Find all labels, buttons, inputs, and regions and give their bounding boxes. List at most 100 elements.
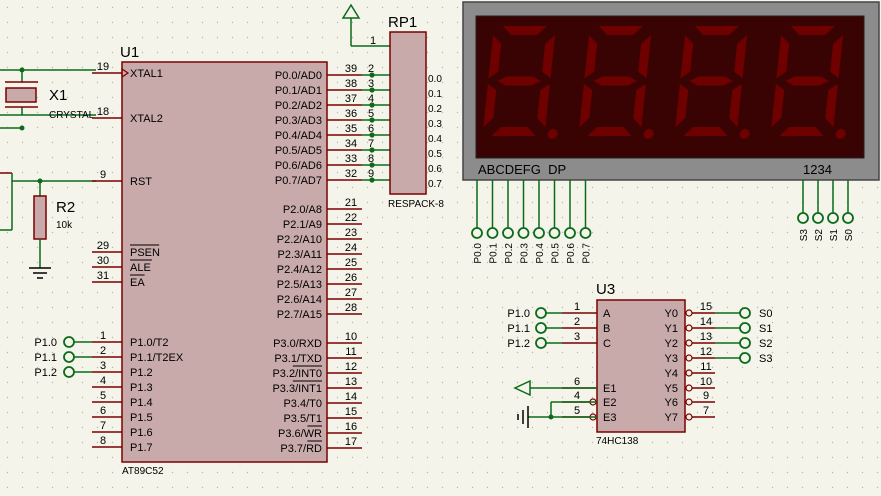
u1-pin-number: 34 xyxy=(345,138,357,150)
terminal-icon xyxy=(517,227,530,239)
inverter-bubble xyxy=(685,339,693,347)
u1-left-pins: 19XTAL118XTAL29RST29PSEN30ALE31EA1P1.0/T… xyxy=(92,61,184,454)
u1-pin-number: 28 xyxy=(345,302,357,314)
rp1-net-label: 0.1 xyxy=(428,89,442,100)
segment xyxy=(593,76,638,86)
u1-pin-number: 33 xyxy=(345,153,357,165)
u1-pin-number: 38 xyxy=(345,78,357,90)
u1-part: AT89C52 xyxy=(122,466,164,477)
rp1-net-label: 0.5 xyxy=(428,149,442,160)
u1-pin-number: 39 xyxy=(345,63,357,75)
u1-pin-number: 15 xyxy=(345,406,357,418)
u3-input-label: P1.2 xyxy=(507,338,530,350)
u1-pin-name: PSEN xyxy=(130,247,160,259)
digit-net-label: S2 xyxy=(814,229,825,242)
u3-pin-name: A xyxy=(603,308,611,320)
port-label: P1.1 xyxy=(34,352,57,364)
u1-pin-name: P2.5/A13 xyxy=(277,279,322,291)
u1-pin-number: 21 xyxy=(345,197,357,209)
u3-output-label: S1 xyxy=(759,323,772,335)
u3-pin-name: Y7 xyxy=(665,412,678,424)
inverter-bubble xyxy=(685,369,693,377)
u3-pin-number: 5 xyxy=(574,405,580,417)
rp1-body[interactable] xyxy=(389,31,427,195)
x1-ref: X1 xyxy=(49,87,67,104)
u1-pin-number: 19 xyxy=(97,61,109,73)
u1-pin-name: P3.6/WR xyxy=(278,428,322,440)
u3-pin-number: 13 xyxy=(700,331,712,343)
reset-circuit[interactable]: R2 10k xyxy=(0,172,96,279)
segment xyxy=(830,35,844,78)
segment-net-label: P0.0 xyxy=(473,243,484,264)
u1-pin-number: 25 xyxy=(345,257,357,269)
segment xyxy=(491,127,536,136)
segment xyxy=(683,127,728,136)
u1-pin-number: 23 xyxy=(345,227,357,239)
u1-pin-name: P1.6 xyxy=(130,427,153,439)
u3-body[interactable] xyxy=(596,299,686,433)
terminal-icon xyxy=(63,366,75,378)
u1-pin-name: P3.2/INT0 xyxy=(272,368,322,380)
u1-pin-number: 10 xyxy=(345,331,357,343)
u1-pin-name: P3.0/RXD xyxy=(273,338,322,350)
inverter-bubble xyxy=(685,324,693,332)
u1-body[interactable] xyxy=(121,61,328,463)
rp1-net-label: 0.4 xyxy=(428,134,442,145)
u1-pin-name: P2.0/A8 xyxy=(283,204,322,216)
terminal-icon xyxy=(564,227,576,239)
u1-pin-number: 29 xyxy=(97,240,109,252)
u1-pin-name: XTAL1 xyxy=(130,68,163,80)
u3-pin-name: E1 xyxy=(603,383,616,395)
junction-dot xyxy=(369,147,375,153)
u1-pin-name: P2.2/A10 xyxy=(277,234,322,246)
inverter-bubble xyxy=(685,384,693,392)
segment xyxy=(542,35,556,78)
terminal-icon xyxy=(812,212,824,224)
terminal-icon xyxy=(739,352,751,364)
u3-output-label: S0 xyxy=(759,308,772,320)
decimal-point xyxy=(547,129,558,139)
u3-pin-name: Y1 xyxy=(665,323,678,335)
port-label: P1.2 xyxy=(34,367,57,379)
terminal-icon xyxy=(533,227,545,239)
digit xyxy=(675,26,750,139)
u1-pin-name: EA xyxy=(130,277,145,289)
terminal-icon xyxy=(63,351,75,363)
u1-pin-number: 12 xyxy=(345,361,357,373)
r2-value: 10k xyxy=(56,220,73,231)
segment xyxy=(537,84,550,127)
rp1-respack[interactable]: 1 RP1 RESPACK-8 20.030.140.250.360.470.5… xyxy=(341,3,444,210)
segment xyxy=(776,35,790,78)
resistor-r2-body[interactable] xyxy=(33,195,47,240)
terminal-icon xyxy=(502,227,514,239)
digit-labels: 1234 xyxy=(803,162,832,177)
u1-pin-number: 24 xyxy=(345,242,357,254)
segment-net-label: P0.2 xyxy=(504,243,515,264)
u3-pin-number: 1 xyxy=(574,301,580,313)
crystal-x1[interactable]: X1 CRYSTAL xyxy=(0,67,96,131)
u1-at89c52[interactable]: U1 AT89C52 19XTAL118XTAL29RST29PSEN30ALE… xyxy=(34,44,390,477)
terminal-icon xyxy=(548,227,561,239)
u1-ref: U1 xyxy=(120,44,139,61)
segment xyxy=(734,35,748,78)
u3-74hc138[interactable]: U3 74HC138 1A2B3C6E14E25E3P1.0P1.1P1.215… xyxy=(507,281,772,447)
rp1-net-label: 0.0 xyxy=(428,74,442,85)
segment-net-label: P0.3 xyxy=(520,243,531,264)
rp1-pin-number: 3 xyxy=(368,78,374,90)
enable-arrow-icon xyxy=(513,379,597,397)
junction-dot xyxy=(369,87,375,93)
junction-dot xyxy=(369,117,375,123)
u1-pin-number: 32 xyxy=(345,168,357,180)
clock-marker-icon xyxy=(121,67,130,79)
u3-pin-name: Y2 xyxy=(665,338,678,350)
u3-output-label: S3 xyxy=(759,353,772,365)
u1-pin-number: 16 xyxy=(345,421,357,433)
u1-pin-name: P3.3/INT1 xyxy=(272,383,322,395)
u1-pin-name: XTAL2 xyxy=(130,113,163,125)
u1-pin-number: 6 xyxy=(100,405,106,417)
u1-port-terminals: P1.0P1.1P1.2 xyxy=(34,336,92,379)
x1-part: CRYSTAL xyxy=(49,110,95,121)
terminal-icon xyxy=(739,337,751,349)
